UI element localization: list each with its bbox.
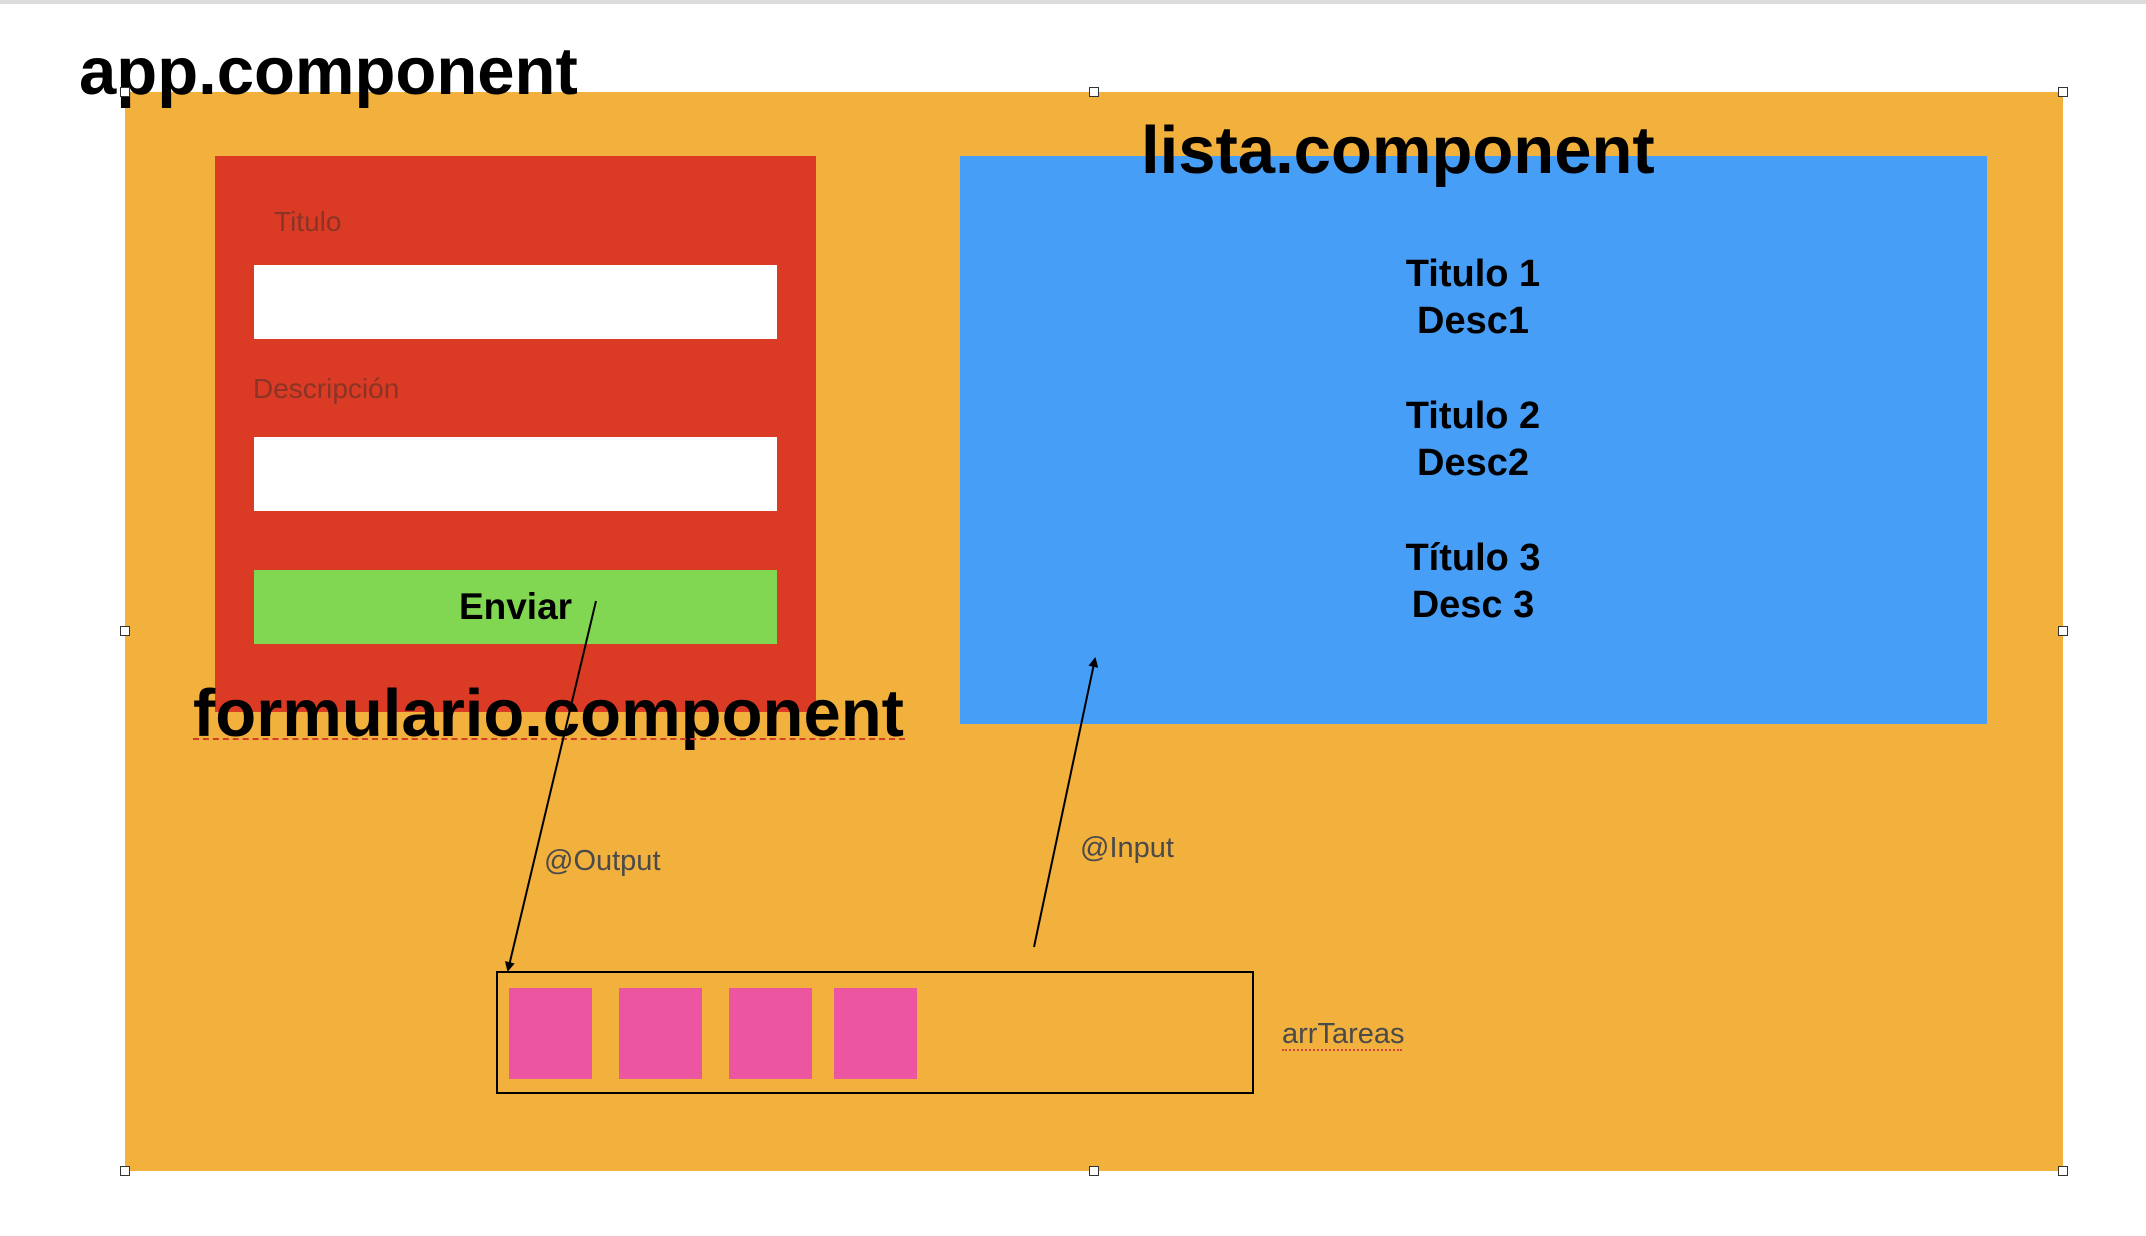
titulo-label: Titulo: [274, 206, 342, 237]
descripcion-input[interactable]: [254, 437, 777, 511]
arrtareas-label: arrTareas: [1282, 1018, 1405, 1050]
selection-handle[interactable]: [1089, 87, 1099, 97]
list-item: Titulo 2 Desc2: [1323, 393, 1623, 487]
selection-handle[interactable]: [120, 626, 130, 636]
titulo-input[interactable]: [254, 265, 777, 339]
app-component-title: app.component: [79, 34, 578, 109]
array-item: [619, 988, 702, 1079]
list-item: Titulo 1 Desc1: [1323, 251, 1623, 345]
array-item: [509, 988, 592, 1079]
array-item: [834, 988, 917, 1079]
input-arrow: [1033, 657, 1099, 948]
list-item-desc: Desc 3: [1411, 584, 1535, 626]
selection-handle[interactable]: [1089, 1166, 1099, 1176]
formulario-component-title: formulario.component: [193, 676, 904, 751]
lista-component-box: [960, 156, 1987, 724]
list-item-title: Titulo 1: [1405, 253, 1541, 295]
selection-handle[interactable]: [120, 87, 130, 97]
list-item-title: Título 3: [1405, 537, 1541, 579]
list-item-title: Titulo 2: [1405, 395, 1541, 437]
enviar-button[interactable]: Enviar: [254, 570, 777, 644]
list-item-desc: Desc1: [1417, 300, 1529, 342]
output-connection-label: @Output: [544, 845, 661, 877]
enviar-button-label: Enviar: [458, 586, 573, 627]
spellcheck-underline: [1282, 1049, 1402, 1051]
arrtareas-array-box: [496, 971, 1254, 1094]
selection-handle[interactable]: [2058, 1166, 2068, 1176]
selection-handle[interactable]: [2058, 87, 2068, 97]
descripcion-label: Descripción: [253, 373, 400, 404]
spellcheck-underline: [193, 738, 905, 740]
output-arrow: [504, 600, 597, 972]
top-border: [0, 0, 2146, 4]
list-item: Título 3 Desc 3: [1323, 535, 1623, 629]
lista-component-title: lista.component: [1141, 113, 1655, 188]
selection-handle[interactable]: [2058, 626, 2068, 636]
selection-handle[interactable]: [120, 1166, 130, 1176]
array-item: [729, 988, 812, 1079]
list-item-desc: Desc2: [1417, 442, 1529, 484]
input-connection-label: @Input: [1080, 832, 1174, 864]
